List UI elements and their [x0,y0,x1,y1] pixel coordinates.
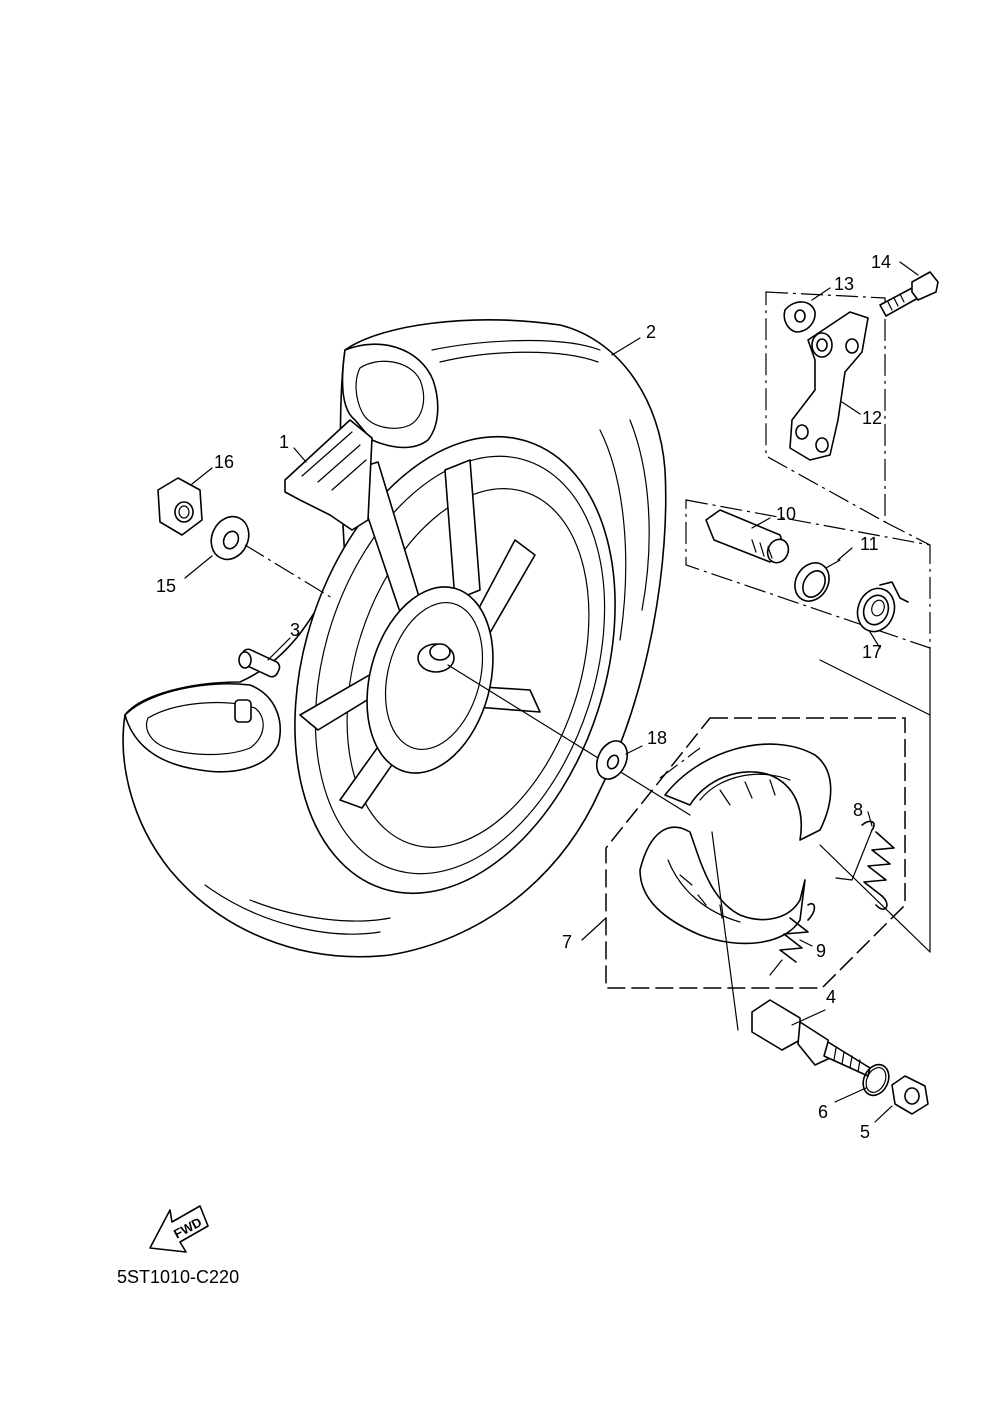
spring-9 [769,902,816,976]
washer-13 [783,301,816,333]
balance-weight [284,419,373,531]
bolt-14 [879,271,939,317]
axle-nut-16 [157,477,203,536]
callout-2: 2 [646,322,656,342]
wheel-hub [366,586,494,774]
wheel-assembly [122,319,667,958]
callout-10: 10 [776,504,796,524]
callout-1: 1 [279,432,289,452]
callout-18: 18 [647,728,667,748]
figure-code: 5ST1010-C220 [117,1267,239,1287]
callout-15: 15 [156,576,176,596]
callout-8: 8 [853,800,863,820]
callout-7: 7 [562,932,572,952]
axle-nut-5 [891,1075,929,1115]
return-spring-17 [856,581,909,633]
o-ring-11 [794,559,841,602]
washer-18 [595,740,629,780]
callout-16: 16 [214,452,234,472]
brake-lever-12 [789,311,869,461]
valve [234,648,281,723]
callout-13: 13 [834,274,854,294]
brake-shoes [639,743,832,945]
callout-17: 17 [862,642,882,662]
callout-labels: 1 2 3 4 5 6 7 8 9 10 11 12 13 14 15 16 1… [156,252,891,1142]
callout-12: 12 [862,408,882,428]
leader-lines [184,261,919,1123]
washer-15 [210,515,250,561]
callout-5: 5 [860,1122,870,1142]
axle-4 [751,999,871,1077]
callout-9: 9 [816,941,826,961]
spring-8 [835,820,895,910]
callout-4: 4 [826,987,836,1007]
o-ring-6 [862,1063,890,1097]
fwd-arrow-icon: FWD [149,1205,209,1253]
callout-11: 11 [860,534,879,554]
brake-camshaft-10 [705,509,790,564]
callout-6: 6 [818,1102,828,1122]
callout-3: 3 [290,620,300,640]
callout-14: 14 [871,252,891,272]
brake-shoe-group-box [605,717,906,989]
